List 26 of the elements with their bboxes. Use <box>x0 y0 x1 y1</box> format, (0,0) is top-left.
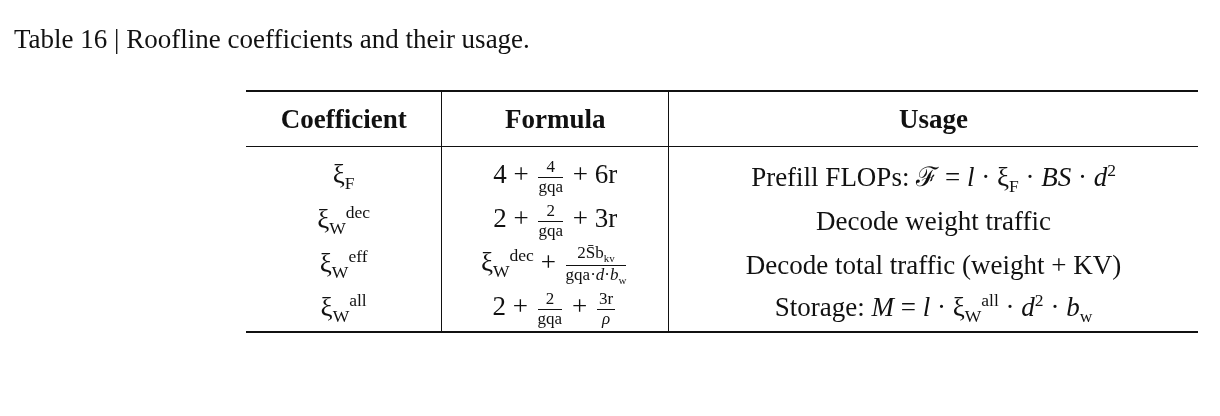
fraction-denominator: gqa <box>538 221 563 241</box>
usage-text: Storage: M = l · ξ$_{W}$$^{all}$ · d$^{2}$ · b$_{w}$ <box>774 292 1093 323</box>
coefficient-symbol: ξ$_{F}$ <box>332 159 355 190</box>
fraction-denominator: gqa·d·b$_{w}$ <box>565 265 627 287</box>
fraction-denominator: ρ <box>600 309 612 329</box>
fraction-numerator: 3r <box>596 289 616 310</box>
usage-text: Prefill FLOPs: ℱ = l · ξ$_{F}$ · BS · d$^{2}$ <box>751 161 1116 192</box>
usage-text: Decode total traffic (weight + KV) <box>745 249 1122 280</box>
fraction-denominator: gqa <box>538 177 563 197</box>
fraction-numerator: 2 <box>538 201 563 222</box>
formula-term: ξ$_{W}$$^{dec}$ + <box>480 247 556 278</box>
fraction-numerator: 4 <box>538 157 563 178</box>
formula-term: + 6r <box>572 159 618 190</box>
usage-text: Decode weight traffic <box>816 205 1051 236</box>
table-caption: Table 16 | Roofline coefficients and their usage. <box>14 24 530 55</box>
fraction-denominator: gqa <box>537 309 563 329</box>
column-header: Usage <box>899 103 969 134</box>
formula-term: + <box>571 291 588 322</box>
formula-term: 2 + <box>493 203 529 234</box>
fraction-numerator: 2S̄b$_{kv}$ <box>565 243 627 266</box>
formula-term: + 3r <box>572 203 618 234</box>
formula-term: 2 + <box>492 291 528 322</box>
formula-term: 4 + <box>493 159 529 190</box>
column-header: Coefficient <box>280 103 407 134</box>
column-header: Formula <box>504 103 606 134</box>
fraction-numerator: 2 <box>537 289 563 310</box>
